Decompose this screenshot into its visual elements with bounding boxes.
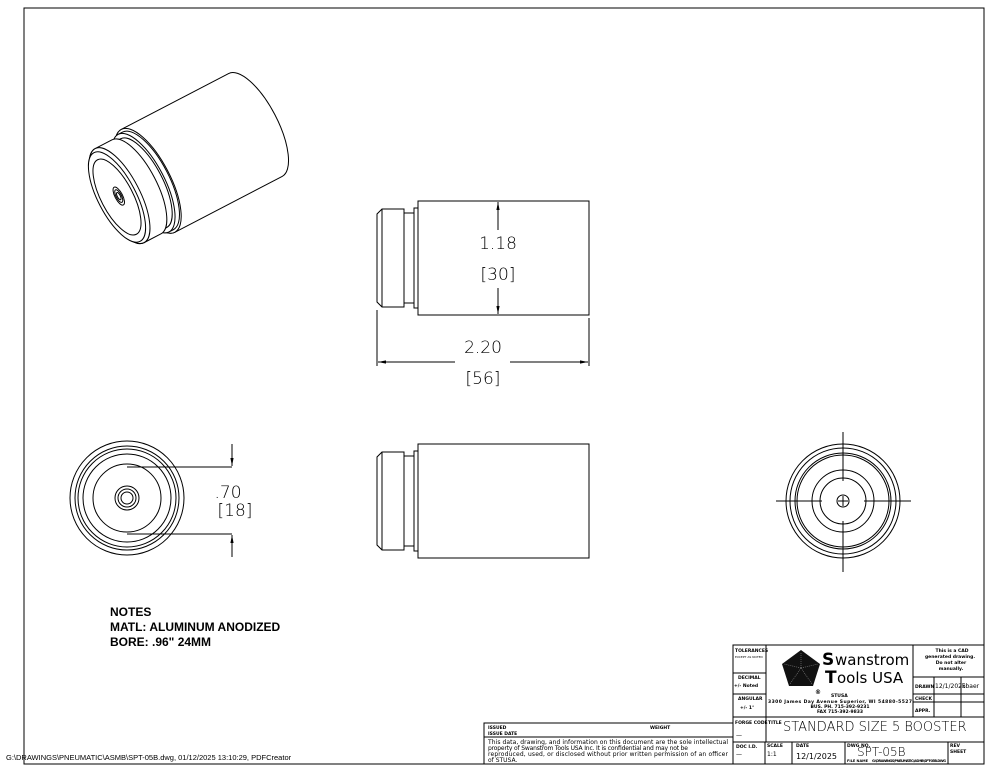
cad-note-1: This is a CAD [936,648,969,654]
company-address: 3300 James Day Avenue Superior, WI 54880… [768,699,912,705]
company-fax: FAX 715-392-9833 [817,709,863,715]
side-view-top: 1.18 [30] 2.20 [56] [376,200,590,389]
drawn-by: kbaer [962,683,980,690]
drawn-label: DRAWN [915,684,934,690]
tolerances-sub: EXCEPT AS NOTED [735,655,764,659]
decimal-label: DECIMAL [738,675,761,681]
tolerances-label: TOLERANCES [735,648,768,654]
file-name-value: G:\DRAWINGS\PNEUMATIC\ASMB\SPT-05B.DWG [872,759,946,763]
company-name-line-2: ools USA [837,669,904,687]
front-end-view: .70 [18] [69,440,253,557]
issued-label: ISSUED [488,725,507,731]
forge-code-label: FORGE CODE [735,720,768,726]
notes: NOTES MATL: ALUMINUM ANODIZED BORE: .96"… [110,605,281,649]
scale-label: SCALE [767,743,783,749]
forge-code-value: — [736,732,742,739]
disclaimer-line-1: This data, drawing, and information on t… [487,739,728,746]
dwg-no-label: DWG NO. [847,743,870,749]
note-material: MATL: ALUMINUM ANODIZED [110,620,281,634]
notes-heading: NOTES [110,605,151,619]
issue-block: ISSUED ISSUE DATE WEIGHT This data, draw… [483,722,734,765]
sheet-label: SHEET [950,749,967,755]
company-phone: BUS. PH. 715-392-9231 [811,704,870,710]
disclaimer-line-4: of STUSA. [488,757,517,764]
company-initial-t: T [825,668,837,688]
iso-bore-inner [115,191,122,201]
drawing-title: STANDARD SIZE 5 BOOSTER [783,720,967,735]
bore-dim-inch: .70 [214,483,241,503]
isometric-view [87,72,290,245]
doc-id-label: DOC I.D. [736,744,758,750]
issue-date-label: ISSUE DATE [488,731,517,737]
plot-info-footer: G:\DRAWINGS\PNEUMATIC\ASMB\SPT-05B.dwg, … [6,753,292,762]
disclaimer-line-3: reproduced, used, or disclosed without p… [488,751,729,758]
note-bore: BORE: .96" 24MM [110,635,211,649]
appr-label: APPR. [915,708,931,714]
side-view-bottom [376,443,590,559]
dwg-no-value: SPT-05B [857,745,906,759]
company-initial-s: S [822,650,834,670]
check-label: CHECK [915,696,932,702]
company-logo [782,650,820,686]
length-dim-mm: [56] [466,369,501,389]
drawn-date: 12/1/2025 [935,683,966,690]
registered-mark: ® [815,689,821,696]
scale-value: 1:1 [767,751,777,758]
cad-note-2: generated drawing. [925,654,975,660]
rear-end-view [776,432,911,572]
angular-value: +/- 1° [740,705,754,711]
decimal-value: +/- Noted [734,683,758,689]
weight-label: WEIGHT [650,725,671,731]
company-abbrev: STUSA [831,693,848,699]
angular-label: ANGULAR [738,696,763,702]
bore-dim-mm: [18] [218,501,253,521]
doc-id-value: — [736,751,742,758]
length-dim-inch: 2.20 [464,338,502,358]
rev-label: REV [950,743,961,749]
date-value: 12/1/2025 [796,752,837,761]
cad-note-4: manually. [939,666,964,672]
cad-note-3: Do not alter [936,660,967,666]
height-dim-mm: [30] [481,265,516,285]
title-block: TOLERANCES EXCEPT AS NOTED DECIMAL +/- N… [732,644,985,765]
height-dim-inch: 1.18 [479,234,517,254]
date-label: DATE [796,743,809,749]
company-name-line-1: wanstrom [835,651,909,669]
disclaimer-line-2: property of Swanstrom Tools USA Inc. It … [488,745,688,752]
file-name-label: FILE NAME [847,759,869,763]
title-label: TITLE [768,720,782,726]
